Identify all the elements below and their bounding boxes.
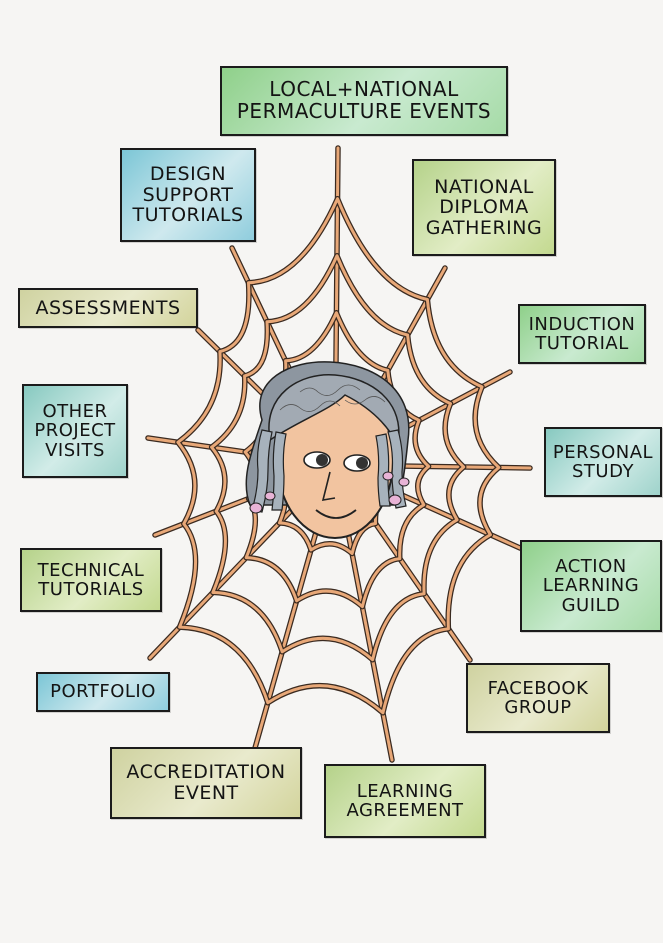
label-facebook-group: FACEBOOK GROUP [466,663,610,733]
label-induction-tutorial: INDUCTION TUTORIAL [518,304,646,364]
label-local-national-permaculture-events: LOCAL+NATIONAL PERMACULTURE EVENTS [220,66,508,136]
label-personal-study: PERSONAL STUDY [544,427,662,497]
label-other-project-visits: OTHER PROJECT VISITS [22,384,128,478]
hair-top [268,374,400,448]
label-design-support-tutorials: DESIGN SUPPORT TUTORIALS [120,148,256,242]
label-assessments: ASSESSMENTS [18,288,198,328]
mouth [315,509,357,519]
label-accreditation-event: ACCREDITATION EVENT [110,747,302,819]
label-action-learning-guild: ACTION LEARNING GUILD [520,540,662,632]
label-technical-tutorials: TECHNICAL TUTORIALS [20,548,162,612]
nose [321,471,336,501]
face-illustration [245,361,410,539]
label-national-diploma-gathering: NATIONAL DIPLOMA GATHERING [412,159,556,256]
label-learning-agreement: LEARNING AGREEMENT [324,764,486,838]
label-portfolio: PORTFOLIO [36,672,170,712]
